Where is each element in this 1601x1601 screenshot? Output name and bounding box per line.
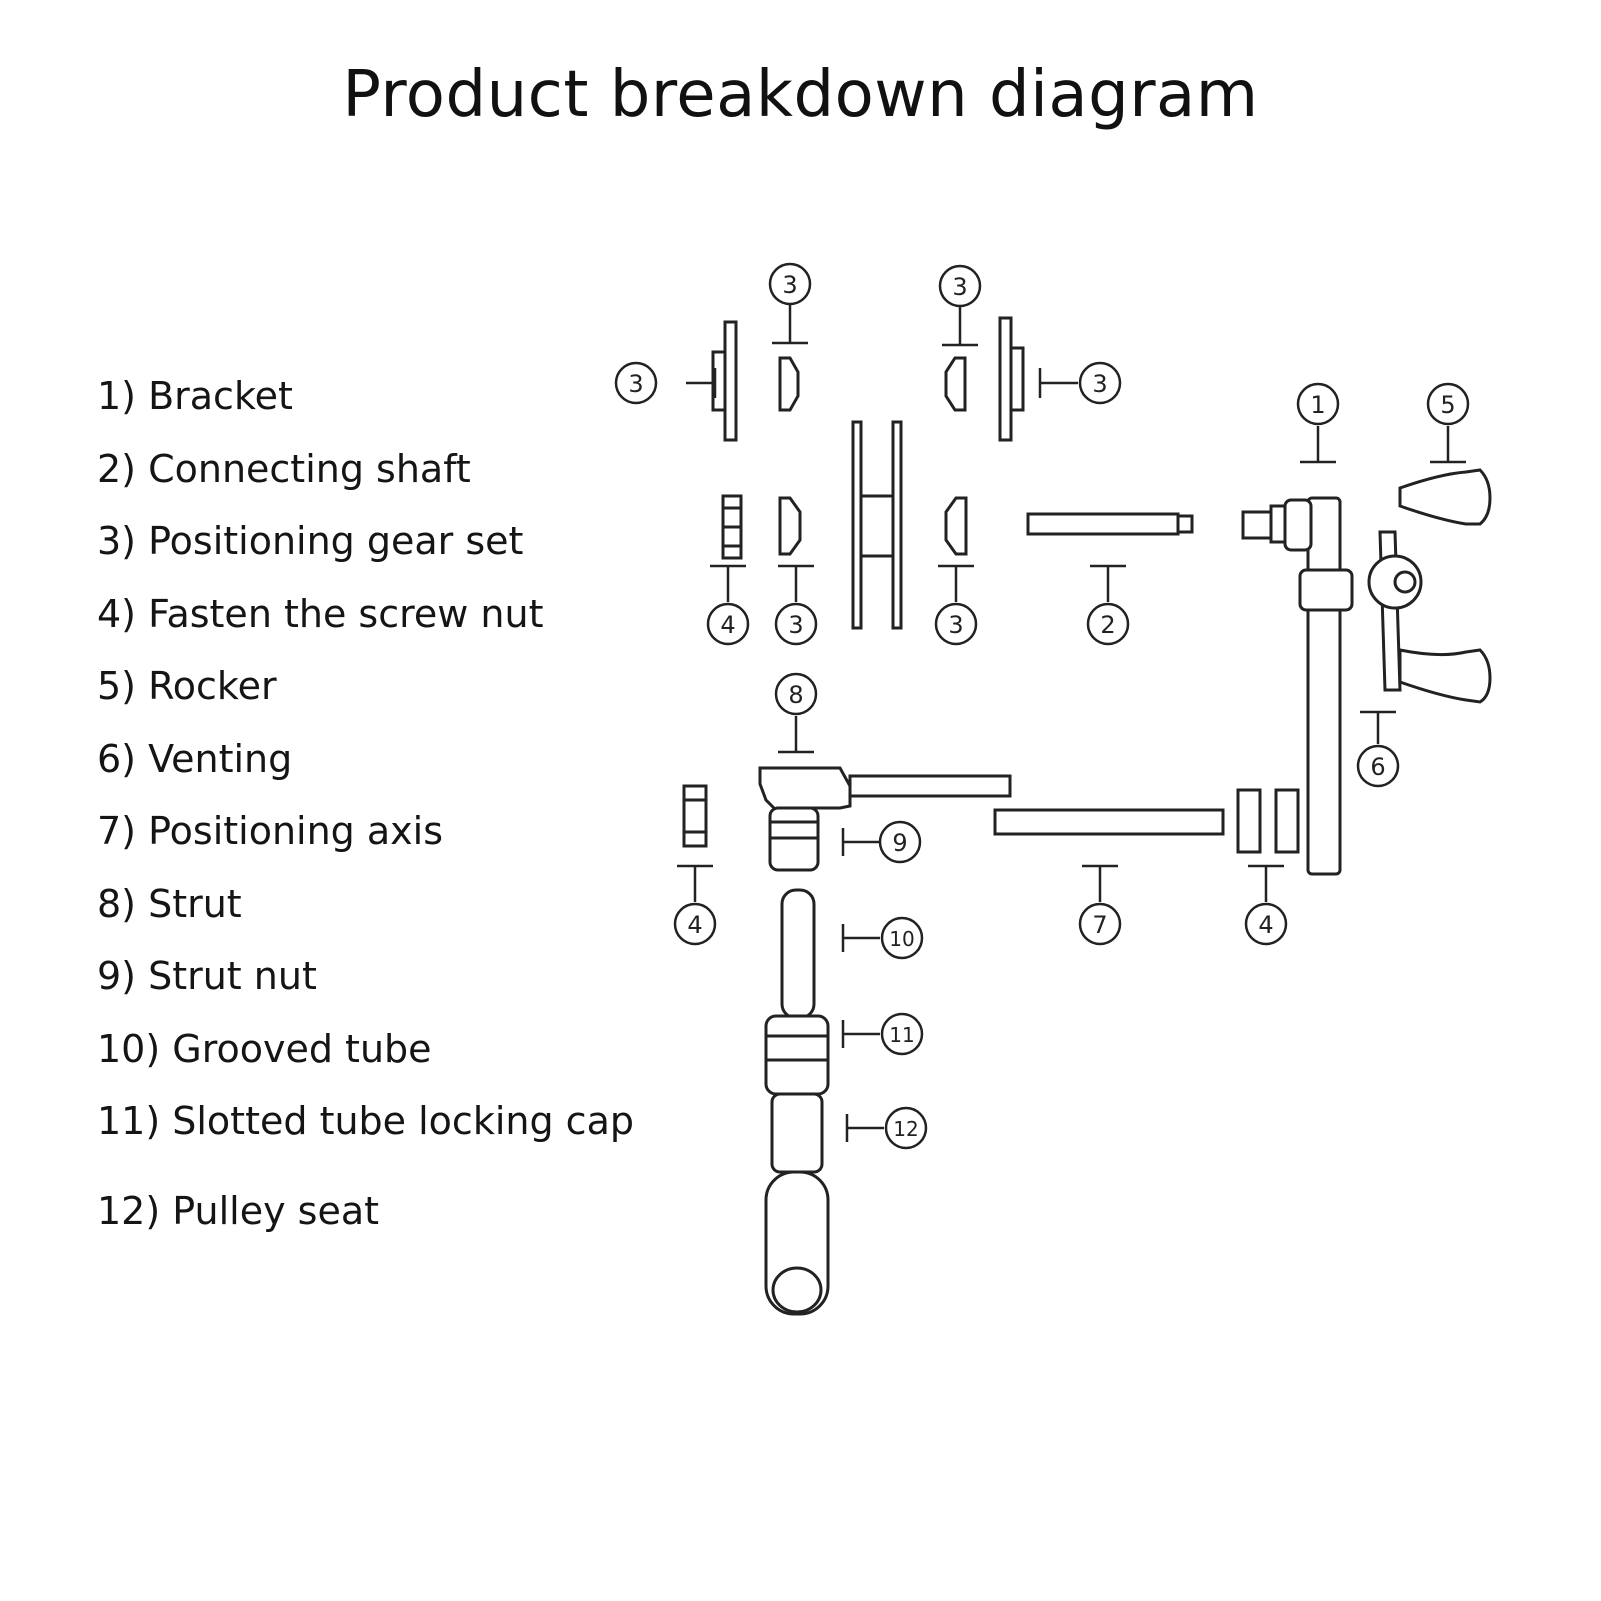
flange-right xyxy=(998,316,1025,442)
legend-item-venting: 6) Venting xyxy=(97,737,293,781)
callout-number: 9 xyxy=(892,829,907,857)
legend-item-pulley-seat: 12) Pulley seat xyxy=(97,1189,380,1233)
legend-item-fasten-screw-nut: 4) Fasten the screw nut xyxy=(97,592,544,636)
legend-item-positioning-axis: 7) Positioning axis xyxy=(97,809,444,853)
callout-number: 4 xyxy=(687,911,702,939)
callout-number: 3 xyxy=(782,271,797,299)
grooved-tube xyxy=(780,888,816,1020)
callout-numbers: 3 3 3 3 1 5 4 3 3 2 8 6 9 4 7 4 10 11 12 xyxy=(628,271,1455,1141)
legend-item-connecting-shaft: 2) Connecting shaft xyxy=(97,447,471,491)
legend-item-grooved-tube: 10) Grooved tube xyxy=(97,1027,432,1071)
callout-number: 10 xyxy=(889,927,914,951)
page-title: Product breakdown diagram xyxy=(342,58,1259,132)
gear-upper-left xyxy=(778,356,800,412)
callout-number: 3 xyxy=(788,611,803,639)
callout-number: 2 xyxy=(1100,611,1115,639)
strut xyxy=(758,766,1012,816)
callout-number: 12 xyxy=(893,1117,918,1141)
callout-number: 3 xyxy=(1092,370,1107,398)
spool xyxy=(851,420,903,630)
callout-number: 8 xyxy=(788,681,803,709)
callout-circles xyxy=(614,262,1470,1150)
gear-lower-left xyxy=(778,496,802,556)
connecting-shaft xyxy=(1026,512,1194,536)
callout-number: 11 xyxy=(889,1023,914,1047)
bracket xyxy=(1241,496,1354,876)
callout-number: 4 xyxy=(1258,911,1273,939)
legend-item-bracket: 1) Bracket xyxy=(97,374,293,418)
rocker xyxy=(1367,468,1492,704)
legend-item-positioning-gear-set: 3) Positioning gear set xyxy=(97,519,524,563)
callout-number: 4 xyxy=(720,611,735,639)
callout-number: 3 xyxy=(628,370,643,398)
gear-upper-right xyxy=(944,356,967,412)
gear-lower-right xyxy=(944,496,968,556)
legend-item-rocker: 5) Rocker xyxy=(97,664,277,708)
callout-number: 6 xyxy=(1370,753,1385,781)
strut-nut xyxy=(768,806,820,872)
screw-nut-right xyxy=(1236,788,1300,854)
callout-number: 1 xyxy=(1310,391,1325,419)
leader-lines xyxy=(677,305,1466,1142)
legend-item-slotted-tube-locking-cap: 11) Slotted tube locking cap xyxy=(97,1099,634,1143)
callout-number: 5 xyxy=(1440,391,1455,419)
screw-nut-upper xyxy=(721,494,743,560)
legend-item-strut-nut: 9) Strut nut xyxy=(97,954,317,998)
flange-left xyxy=(711,320,738,442)
legend-item-strut: 8) Strut xyxy=(97,882,242,926)
callout-number: 7 xyxy=(1092,911,1107,939)
screw-nut-left xyxy=(682,784,708,848)
callout-number: 3 xyxy=(952,273,967,301)
positioning-axis xyxy=(993,808,1225,836)
pulley-seat xyxy=(764,1092,830,1316)
parts-legend: 1) Bracket 2) Connecting shaft 3) Positi… xyxy=(97,376,634,1231)
callout-number: 3 xyxy=(948,611,963,639)
slotted-tube-locking-cap xyxy=(764,1014,830,1096)
